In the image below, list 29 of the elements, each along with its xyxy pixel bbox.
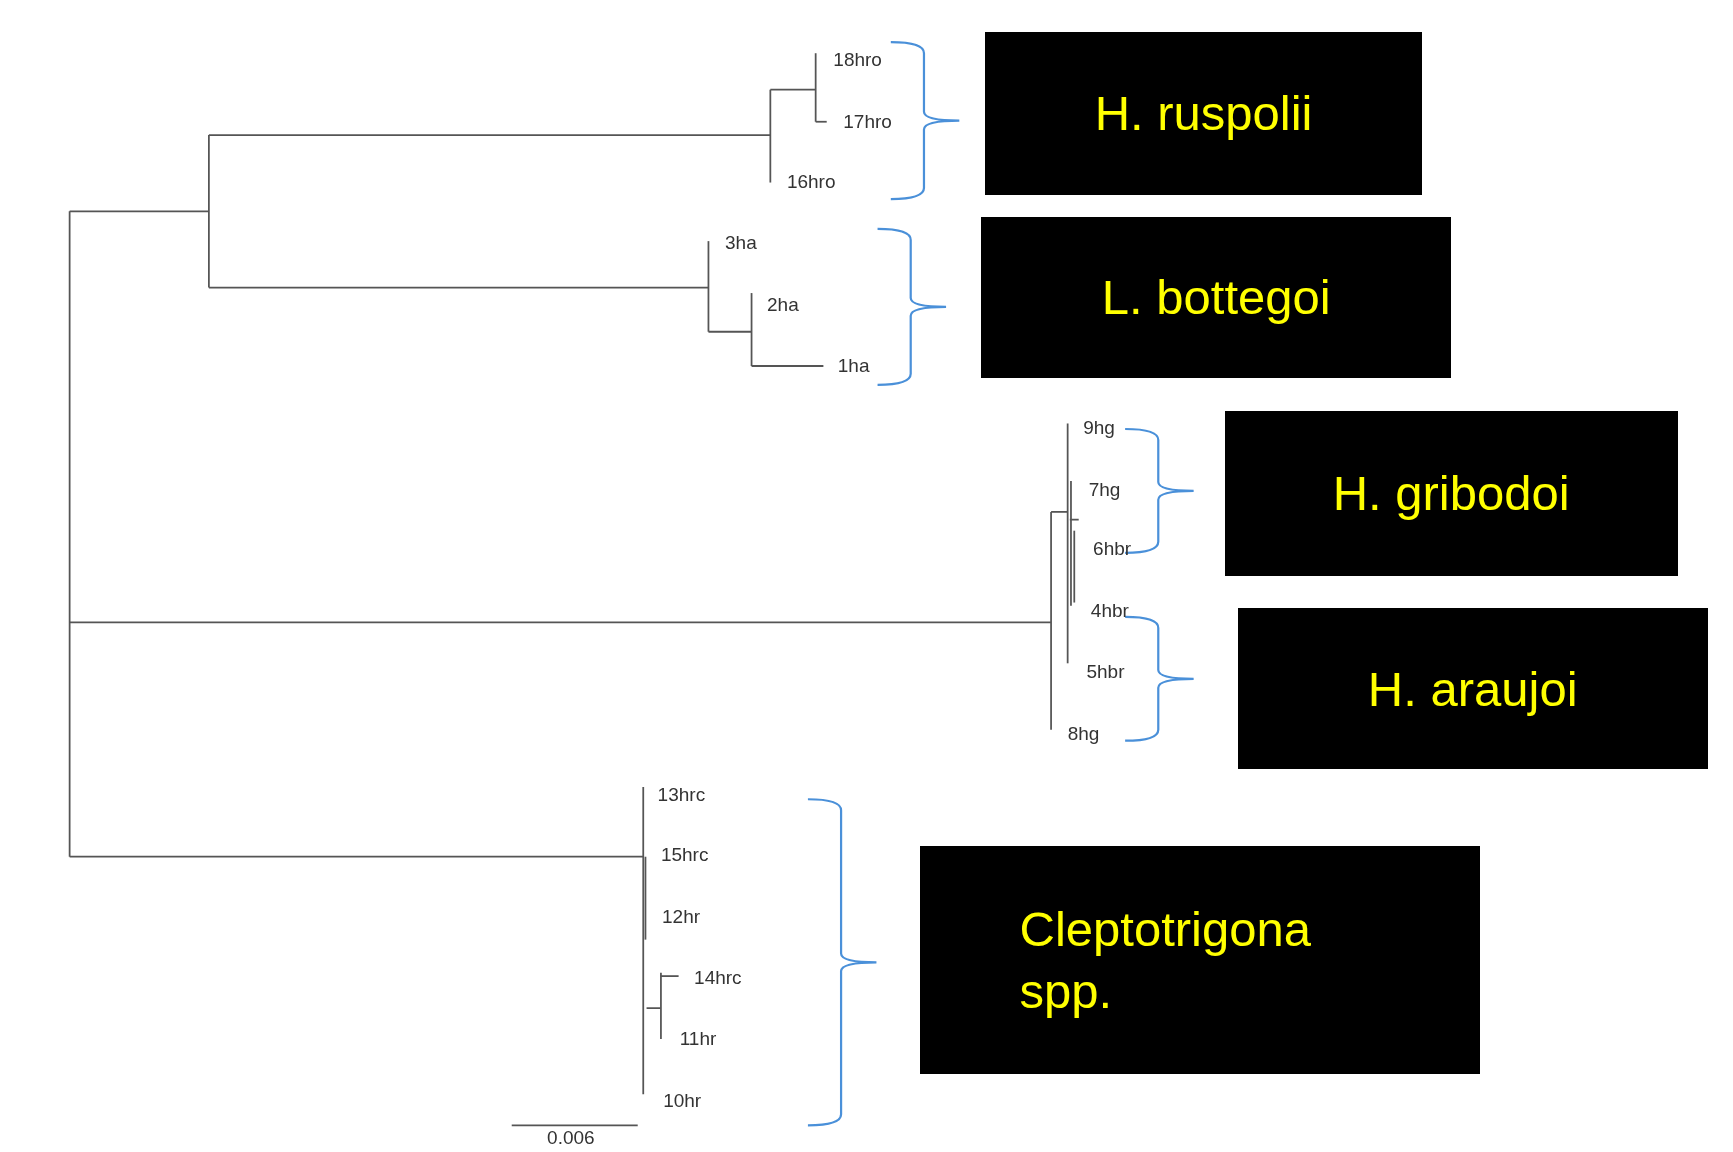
leaf-label: 13hrc [657,783,706,806]
leaf-label: 4hbr [1090,600,1129,623]
leaf-label: 6hbr [1093,538,1132,561]
leaf-label: 16hro [786,171,836,194]
leaf-label: 12hr [662,906,701,929]
leaf-label: 11hr [679,1027,717,1050]
species-label-box [981,216,1452,378]
leaf-label: 7hg [1088,478,1121,501]
scale-value: 0.006 [547,1127,595,1150]
species-name: H. ruspolii [1094,85,1313,143]
leaf-label: 17hro [843,110,892,133]
leaf-label: 2ha [767,294,799,317]
leaf-label: 15hrc [660,844,709,867]
leaf-label: 9hg [1083,416,1115,439]
species-label-box [919,845,1480,1075]
leaf-label: 18hro [833,48,882,71]
species-name: L. bottegoi [1101,269,1331,327]
species-label-box [984,32,1423,195]
leaf-label: 8hg [1067,722,1100,745]
leaf-label: 3ha [725,232,757,255]
species-name: H. gribodoi [1332,465,1570,523]
leaf-label: 5hbr [1086,660,1125,683]
species-label-box [1237,607,1708,770]
leaf-label: 10hr [663,1089,702,1112]
species-name: Cleptotrigona spp. [1019,900,1312,1020]
leaf-label: 14hrc [694,967,742,990]
species-label-box [1224,411,1678,576]
species-name: H. araujoi [1367,660,1578,718]
leaf-label: 1ha [837,354,870,377]
